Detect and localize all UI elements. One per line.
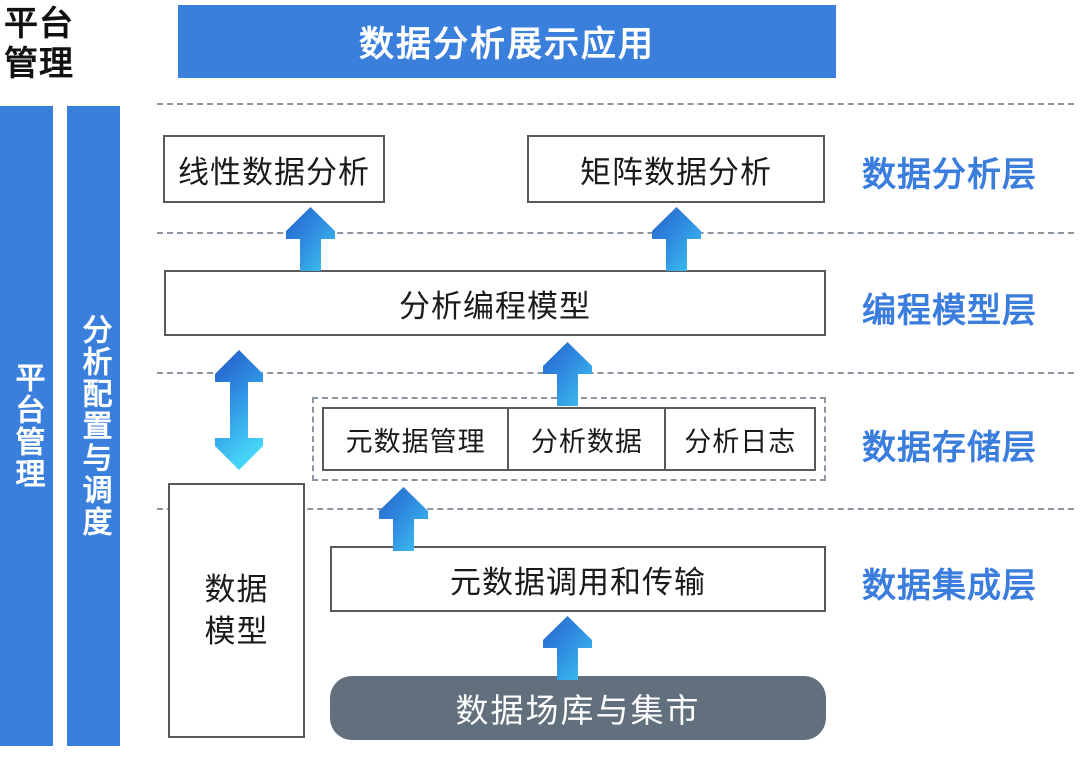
- page-title: 平台 管理: [4, 4, 119, 84]
- cell-metadata-management[interactable]: 元数据管理: [345, 426, 486, 457]
- box-matrix-data-analysis[interactable]: 矩阵数据分析: [527, 135, 825, 203]
- box-data-model[interactable]: 数据 模型: [168, 483, 305, 738]
- box-linear-data-analysis[interactable]: 线性数据分析: [163, 135, 385, 203]
- sidebar-bar-analysis-config-scheduling[interactable]: 分析配置与调度: [67, 106, 120, 746]
- page-title-line-2: 管理: [4, 45, 74, 84]
- app-header-title: 数据分析展示应用: [178, 5, 836, 78]
- storage-cell-row: 元数据管理 分析数据 分析日志: [322, 407, 816, 471]
- cell-analysis-data[interactable]: 分析数据: [507, 409, 664, 469]
- layer-separator-1: [157, 103, 1074, 105]
- cell-analysis-log[interactable]: 分析日志: [664, 409, 814, 469]
- layer-label-data-storage: 数据存储层: [862, 429, 1037, 467]
- arrow-up-to-matrix-analysis-icon: [652, 207, 701, 271]
- arrow-double-data-model-icon: [215, 350, 263, 470]
- box-data-warehouse-and-mart[interactable]: 数据场库与集市: [330, 676, 826, 740]
- arrow-up-to-linear-analysis-icon: [286, 207, 335, 271]
- arrow-up-integration-to-storage-icon: [379, 487, 428, 551]
- page-title-line-1: 平台: [4, 5, 74, 43]
- arrow-up-warehouse-to-integration-icon: [543, 616, 592, 680]
- data-model-label-line-1: 数据: [204, 571, 269, 607]
- layer-label-programming-model: 编程模型层: [862, 292, 1037, 330]
- layer-separator-3: [157, 372, 1074, 374]
- group-data-storage: 元数据管理 分析数据 分析日志: [312, 397, 826, 481]
- layer-separator-2: [157, 232, 1074, 234]
- layer-separator-4: [157, 508, 1074, 510]
- data-model-label-line-2: 模型: [204, 613, 269, 649]
- box-metadata-invoke-transfer[interactable]: 元数据调用和传输: [330, 546, 826, 612]
- layer-label-data-integration: 数据集成层: [862, 567, 1037, 605]
- sidebar-bar-platform-management[interactable]: 平台管理: [0, 106, 53, 746]
- layer-label-analysis: 数据分析层: [862, 156, 1037, 194]
- box-analysis-programming-model[interactable]: 分析编程模型: [164, 270, 826, 336]
- arrow-up-storage-to-programming-model-icon: [543, 342, 592, 406]
